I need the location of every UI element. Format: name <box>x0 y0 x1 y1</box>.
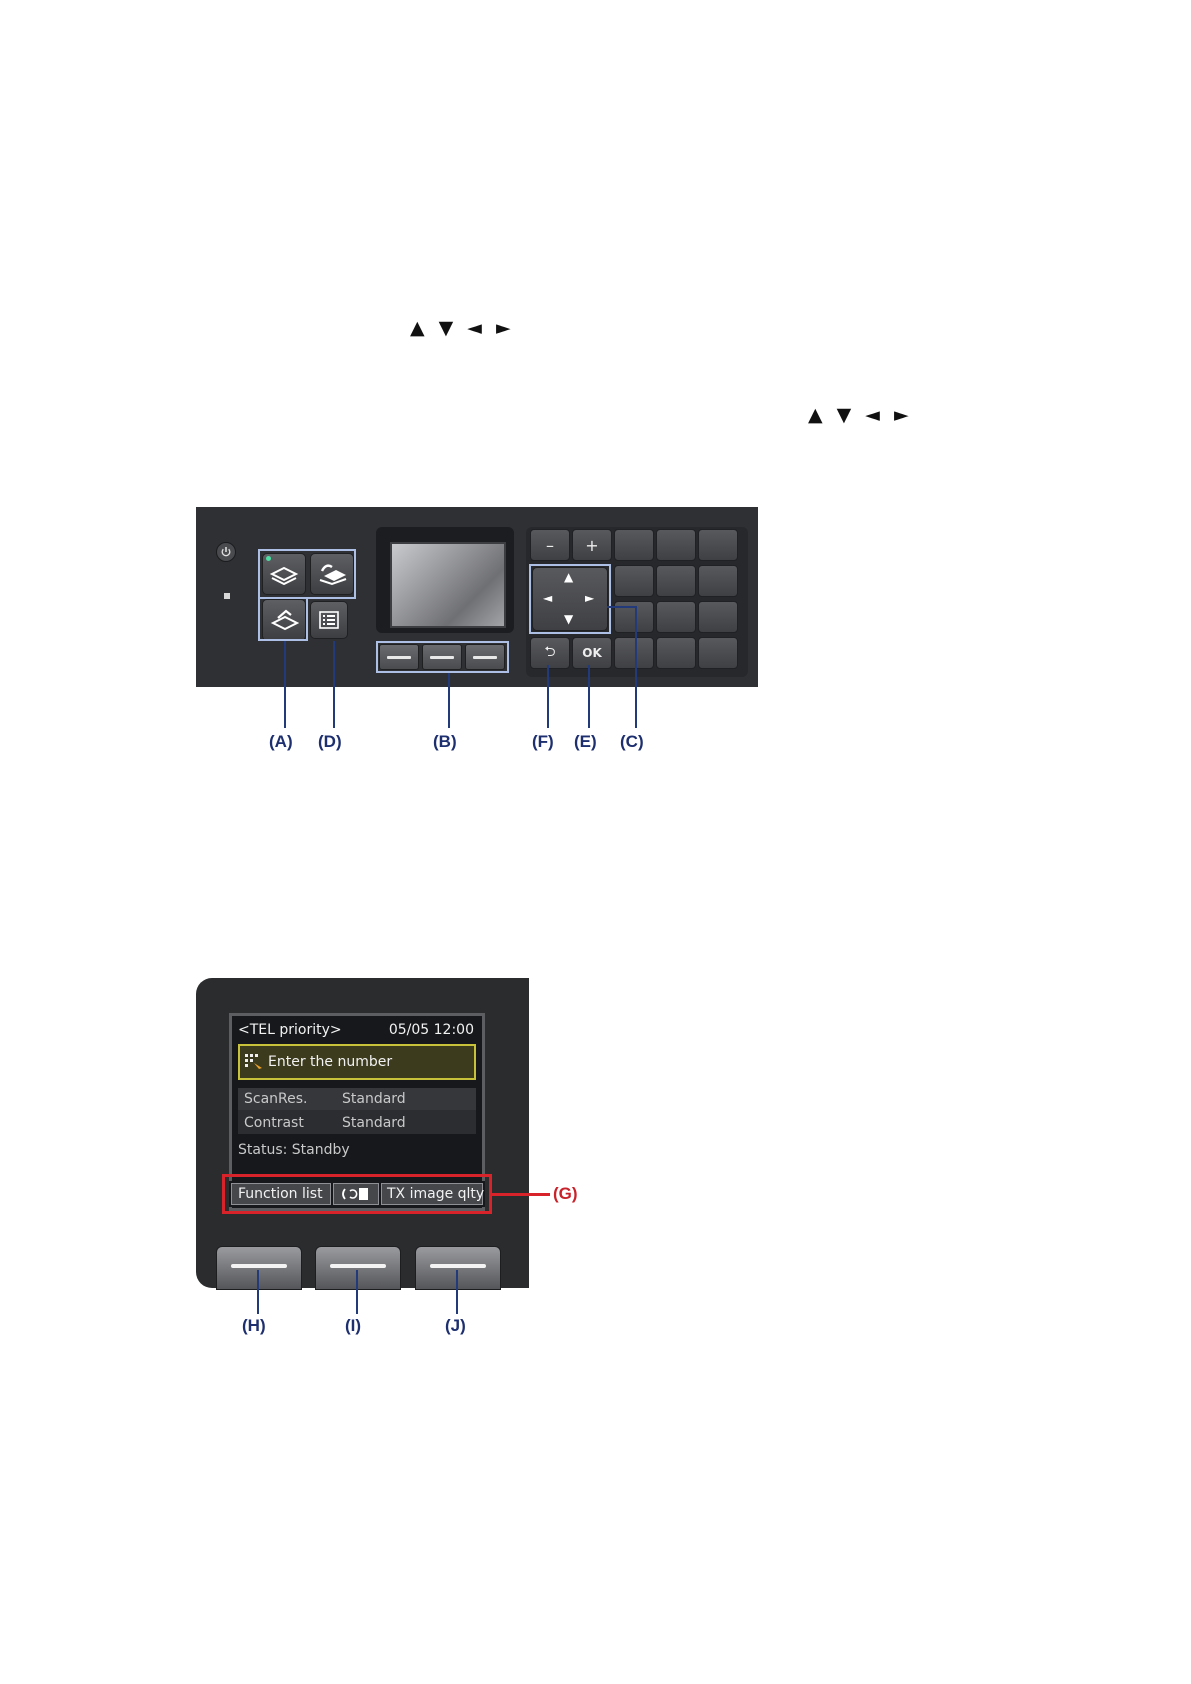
number-entry-prompt[interactable]: Enter the number <box>238 1044 476 1080</box>
ok-button[interactable]: OK <box>572 637 612 669</box>
function-list-tab[interactable]: Function list <box>231 1183 331 1205</box>
center-function-button[interactable] <box>315 1246 401 1290</box>
keypad-key[interactable] <box>614 529 654 561</box>
back-button[interactable]: ⮌ <box>530 637 570 669</box>
left-function-button[interactable] <box>216 1246 302 1290</box>
prompt-text: Enter the number <box>268 1054 393 1070</box>
setting-value: Standard <box>342 1091 406 1107</box>
keypad-key[interactable] <box>698 529 738 561</box>
setting-value: Standard <box>342 1115 406 1131</box>
power-icon <box>221 547 231 557</box>
lcd-screen <box>390 542 506 628</box>
callout-a: (A) <box>269 732 293 751</box>
arrow-keys-text-1: ▲ ▼ ◄ ► <box>410 317 515 339</box>
leader-c-vertical <box>635 606 637 728</box>
leader-e <box>588 665 590 728</box>
keypad-key[interactable] <box>698 637 738 669</box>
callout-c: (C) <box>620 732 644 751</box>
callout-b: (B) <box>433 732 457 751</box>
keypad-key[interactable] <box>614 637 654 669</box>
keypad-entry-icon <box>245 1054 262 1069</box>
lcd-display: <TEL priority> 05/05 12:00 Enter the num… <box>229 1013 485 1211</box>
scan-icon <box>270 609 299 631</box>
callout-d: (D) <box>318 732 342 751</box>
callout-j: (J) <box>445 1316 466 1335</box>
left-arrow-icon[interactable]: ◄ <box>543 591 553 605</box>
plus-button[interactable]: + <box>572 529 612 561</box>
mode-label: <TEL priority> <box>238 1022 342 1038</box>
datetime-label: 05/05 12:00 <box>388 1022 474 1038</box>
leader-a <box>284 641 286 728</box>
scan-mode-button[interactable] <box>262 599 306 641</box>
keypad-key[interactable] <box>656 529 696 561</box>
leader-b <box>448 673 450 728</box>
tx-image-quality-tab[interactable]: TX image qlty <box>381 1183 485 1205</box>
leader-h <box>257 1270 259 1314</box>
arrow-pad[interactable]: ▲ ▼ ◄ ► <box>532 567 608 631</box>
leader-i <box>356 1270 358 1314</box>
center-function-button[interactable] <box>422 644 462 670</box>
function-bar-highlight <box>222 1174 492 1214</box>
right-arrow-icon[interactable]: ► <box>585 591 595 605</box>
hook-tab[interactable] <box>333 1183 379 1205</box>
arrow-pad-highlight <box>529 564 611 634</box>
callout-e: (E) <box>574 732 597 751</box>
arrow-keys-text-2: ▲ ▼ ◄ ► <box>808 404 913 426</box>
left-function-button[interactable] <box>379 644 419 670</box>
minus-button[interactable]: – <box>530 529 570 561</box>
keypad-key[interactable] <box>614 565 654 597</box>
leader-d <box>333 641 335 728</box>
callout-h: (H) <box>242 1316 266 1335</box>
keypad-key[interactable] <box>656 565 696 597</box>
fax-mode-button[interactable] <box>310 553 354 595</box>
function-bar: Function list TX image qlty <box>229 1181 485 1207</box>
settings-list: ScanRes. Standard Contrast Standard <box>238 1088 476 1134</box>
keypad-key[interactable] <box>656 637 696 669</box>
function-buttons-highlight <box>376 641 509 673</box>
leader-j <box>456 1270 458 1314</box>
callout-f: (F) <box>532 732 554 751</box>
status-text: Status: Standby <box>238 1142 350 1158</box>
hook-document-icon <box>342 1188 368 1200</box>
right-function-button[interactable] <box>465 644 505 670</box>
keypad-key[interactable] <box>656 601 696 633</box>
setting-name: ScanRes. <box>244 1091 308 1107</box>
leader-c-horizontal <box>607 606 637 608</box>
up-arrow-icon[interactable]: ▲ <box>564 570 574 584</box>
table-row[interactable]: ScanRes. Standard <box>238 1088 476 1110</box>
leader-g <box>492 1193 550 1196</box>
tx-image-quality-label: TX image qlty <box>387 1186 485 1202</box>
copy-mode-lamp <box>266 556 271 561</box>
keypad-key[interactable] <box>698 565 738 597</box>
operation-panel: – + ▲ ▼ ◄ ► ⮌ OK <box>196 507 758 687</box>
right-function-button[interactable] <box>415 1246 501 1290</box>
copy-mode-button[interactable] <box>262 553 306 595</box>
down-arrow-icon[interactable]: ▼ <box>564 612 574 626</box>
power-button[interactable] <box>216 542 236 562</box>
keypad-key[interactable] <box>698 601 738 633</box>
copy-icon <box>269 566 299 585</box>
menu-button[interactable] <box>310 601 348 639</box>
function-list-label: Function list <box>238 1186 323 1202</box>
mode-buttons-highlight-top <box>258 549 356 599</box>
mode-buttons-highlight-bottom <box>258 597 308 641</box>
fax-icon <box>319 564 347 586</box>
indicator-lamp <box>224 593 230 599</box>
leader-f <box>547 665 549 728</box>
table-row[interactable]: Contrast Standard <box>238 1112 476 1134</box>
setting-name: Contrast <box>244 1115 304 1131</box>
callout-g: (G) <box>553 1184 578 1203</box>
callout-i: (I) <box>345 1316 362 1335</box>
menu-list-icon <box>319 611 339 629</box>
